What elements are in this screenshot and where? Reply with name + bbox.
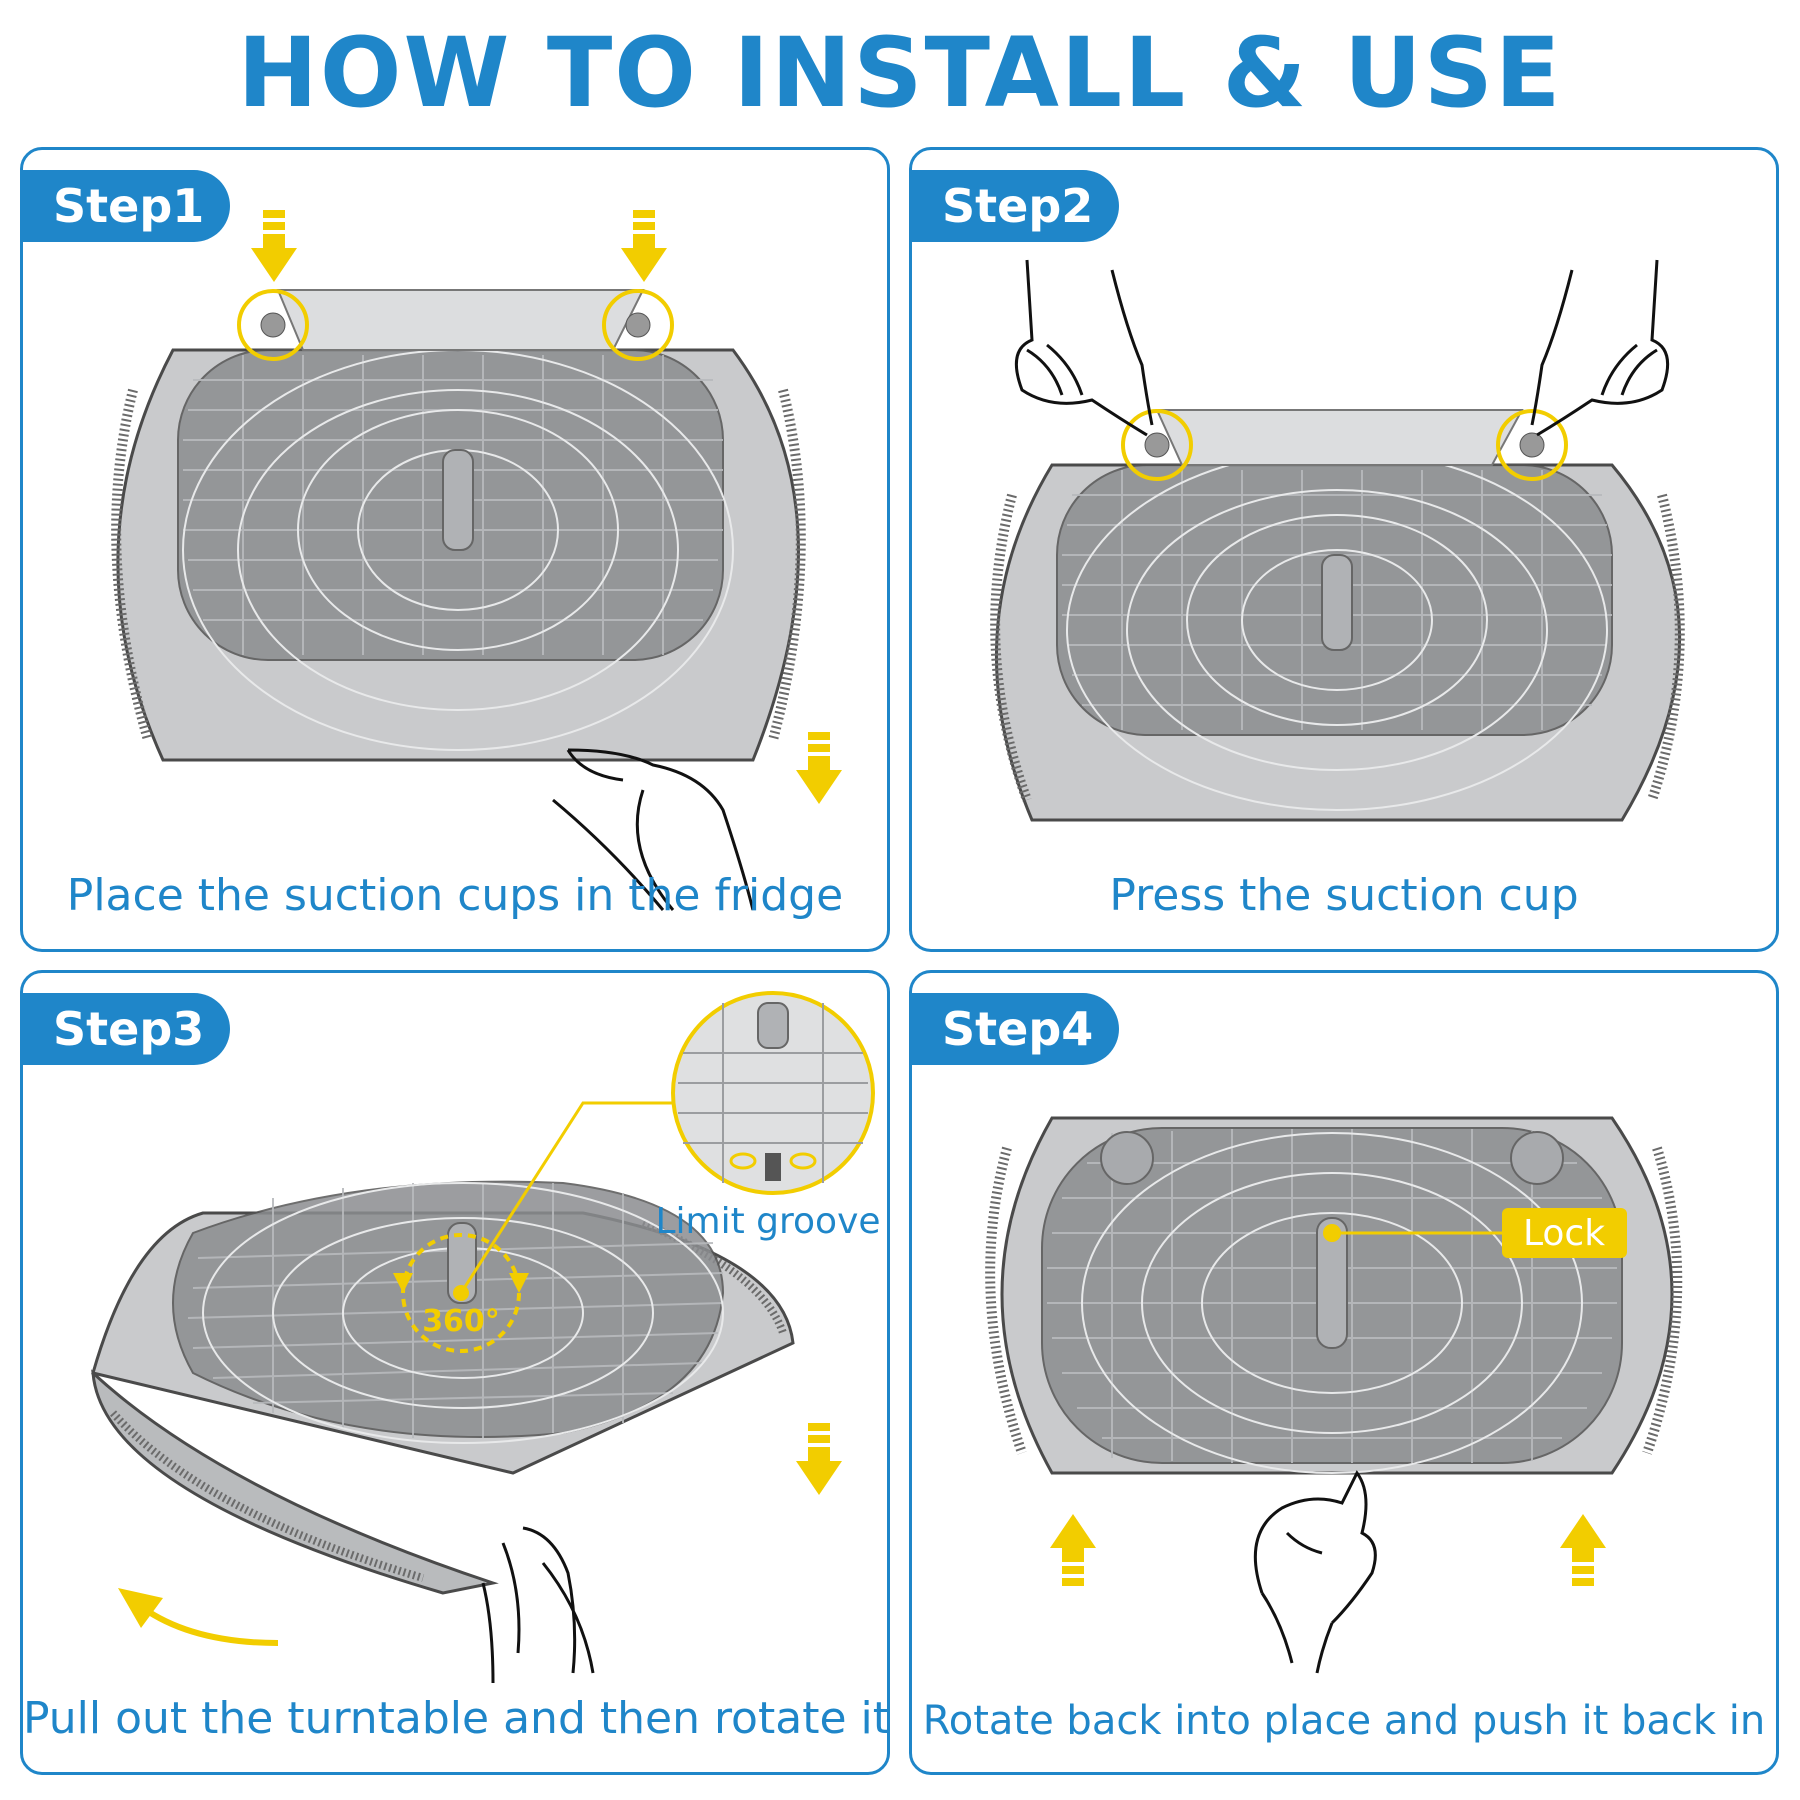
step1-caption: Place the suction cups in the fridge bbox=[66, 870, 844, 921]
step2-illustration bbox=[990, 259, 1685, 822]
step4-panel: Lock Step4 Rotate back into place and pu… bbox=[909, 970, 1779, 1775]
step1-badge: Step1 bbox=[23, 170, 230, 242]
step3-caption: Pull out the turntable and then rotate i… bbox=[23, 1693, 890, 1744]
step4-illustration: Lock bbox=[985, 1116, 1683, 1674]
limit-groove-label: Limit groove bbox=[655, 1201, 880, 1242]
step1-panel: Step1 Place the suction cups in the frid… bbox=[20, 147, 890, 952]
rotation-label: 360° bbox=[422, 1304, 500, 1339]
step3-panel: 360° Limit groove Step3 Pull out the tur… bbox=[20, 970, 890, 1775]
lock-label: Lock bbox=[1523, 1213, 1605, 1254]
step3-illustration: 360° Limit groove bbox=[91, 991, 881, 1684]
step2-badge: Step2 bbox=[912, 170, 1119, 242]
step1-illustration bbox=[111, 210, 842, 911]
step2-panel: Step2 Press the suction cup bbox=[909, 147, 1779, 952]
step4-caption: Rotate back into place and push it back … bbox=[922, 1698, 1766, 1744]
step3-badge: Step3 bbox=[23, 993, 230, 1065]
step4-badge: Step4 bbox=[912, 993, 1119, 1065]
step2-caption: Press the suction cup bbox=[1109, 870, 1579, 921]
page-title: HOW TO INSTALL & USE bbox=[237, 17, 1563, 129]
